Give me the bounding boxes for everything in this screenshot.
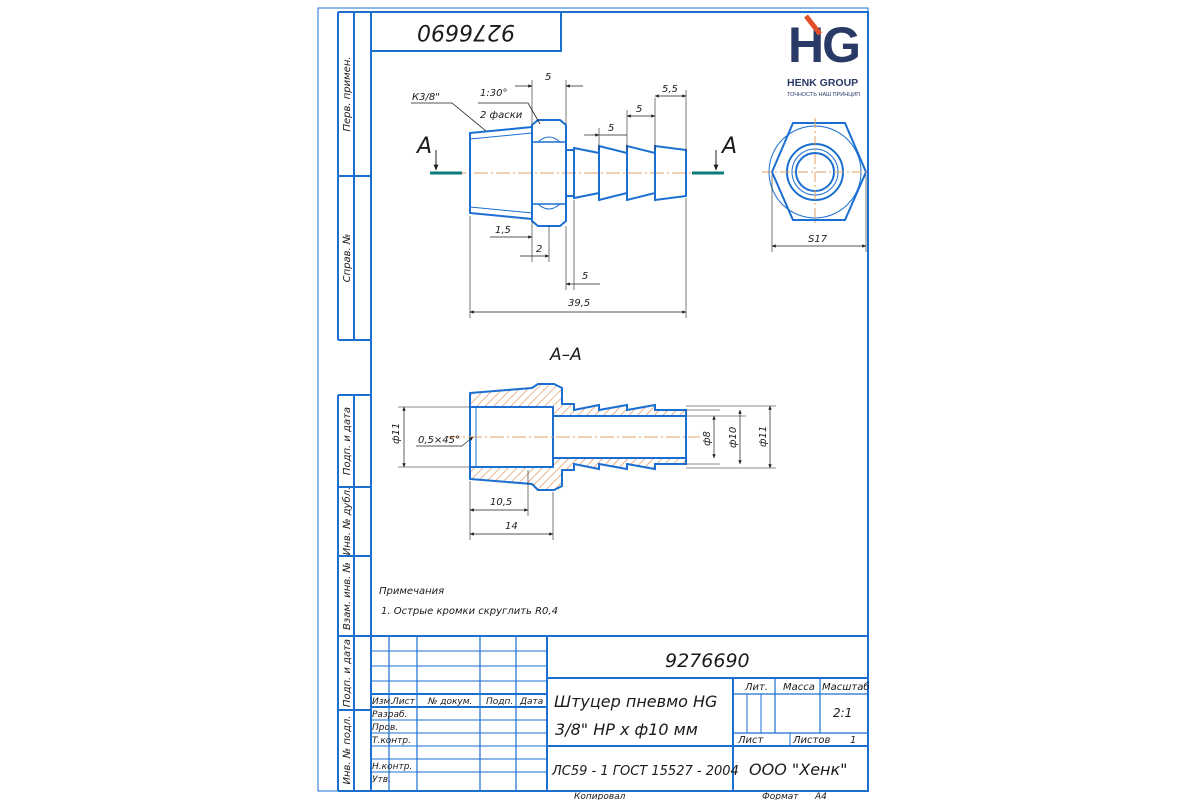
dim-chamfers: 2 фаски xyxy=(480,110,523,121)
sheet-frame xyxy=(317,7,869,792)
title-material: ЛС59 - 1 ГОСТ 15527 - 2004 xyxy=(551,764,739,779)
section-marker-right: A xyxy=(720,134,737,159)
company-logo: HG HENK GROUP ТОЧНОСТЬ НАШ ПРИНЦИП xyxy=(787,14,861,98)
title-header-mass: Масса xyxy=(783,682,815,693)
logo-mark: HG xyxy=(788,17,859,73)
hex-body xyxy=(531,119,567,227)
barb-4 xyxy=(654,144,687,202)
number-stamp-text: 9276690 xyxy=(417,19,515,44)
section-title: А–А xyxy=(549,345,582,365)
role-nkontr: Н.контр. xyxy=(372,762,412,772)
logo-slogan: ТОЧНОСТЬ НАШ ПРИНЦИП xyxy=(787,92,860,98)
dim-phi10: ф10 xyxy=(728,427,739,448)
title-header-lit: Лит. xyxy=(744,682,768,693)
title-format-value: А4 xyxy=(814,792,827,800)
logo-accent-icon xyxy=(804,14,822,36)
margin-label-inv-podl: Инв. № подл. xyxy=(342,716,353,785)
dim-taper: 1:30° xyxy=(480,88,507,99)
margin-label-podp-data-2: Подп. и дата xyxy=(342,639,353,707)
margin-label-inv-dubl: Инв. № дубл. xyxy=(341,487,353,555)
dim-thread: К3/8" xyxy=(412,92,440,103)
col-header-dokum: № докум. xyxy=(427,697,472,707)
section-marker-left: A xyxy=(415,134,432,159)
title-format-label: Формат xyxy=(762,792,799,800)
title-copied: Копировал xyxy=(574,792,626,800)
role-prov: Пров. xyxy=(372,723,398,733)
section-wall-bottom xyxy=(469,457,687,491)
dim-top-5c: 5 xyxy=(636,104,642,115)
section-wall-top xyxy=(469,383,687,417)
title-organization: ООО "Хенк" xyxy=(749,760,848,779)
col-header-podp: Подп. xyxy=(486,697,513,707)
margin-label-podp-data-1: Подп. и дата xyxy=(342,407,353,475)
title-header-scale: Масштаб xyxy=(822,681,870,693)
title-doc-number: 9276690 xyxy=(665,650,750,672)
col-header-list: Лист xyxy=(391,697,416,707)
title-sheet-label: Лист xyxy=(737,735,765,746)
col-header-data: Дата xyxy=(519,697,543,707)
margin-label-vzam-inv: Взам. инв. № xyxy=(342,562,353,630)
main-view: A A К3/8" 1:30° 2 фаски 5 xyxy=(411,72,737,318)
dim-10-5: 10,5 xyxy=(490,497,512,508)
margin-labels: Перв. примен. Справ. № Подп. и дата Инв.… xyxy=(341,56,353,784)
role-tkontr: Т.контр. xyxy=(372,736,411,746)
notes: Примечания 1. Острые кромки скруглить R0… xyxy=(379,586,558,617)
title-name-line2: 3/8" НР х ф10 мм xyxy=(555,720,698,739)
number-stamp: 9276690 xyxy=(370,11,562,52)
title-sheets-label: Листов xyxy=(792,735,830,746)
title-name-line1: Штуцер пневмо HG xyxy=(554,692,717,711)
title-sheets-value: 1 xyxy=(850,735,856,746)
dim-top-5a: 5 xyxy=(545,72,551,83)
notes-item-1: 1. Острые кромки скруглить R0,4 xyxy=(381,606,558,617)
section-view: А–А ф11 0,5×45° ф8 ф10 ф11 xyxy=(391,345,776,540)
logo-company: HENK GROUP xyxy=(787,77,858,89)
dim-phi8: ф8 xyxy=(702,431,713,446)
margin-label-sprav: Справ. № xyxy=(342,234,353,283)
end-view: S17 xyxy=(762,118,870,252)
dim-total: 39,5 xyxy=(568,298,590,309)
dim-5-bottom: 5 xyxy=(582,271,588,282)
dim-chamfer45: 0,5×45° xyxy=(418,435,460,446)
role-razrab: Разраб. xyxy=(372,710,407,720)
dim-top-5-5: 5,5 xyxy=(662,84,678,95)
dim-1-5: 1,5 xyxy=(495,225,511,236)
col-header-izm: Изм. xyxy=(372,697,393,707)
dim-2: 2 xyxy=(536,244,542,255)
dim-14: 14 xyxy=(505,521,518,532)
notes-title: Примечания xyxy=(379,586,444,597)
title-scale-value: 2:1 xyxy=(833,706,852,720)
dim-phi11-left: ф11 xyxy=(391,423,402,444)
role-utv: Утв. xyxy=(372,775,391,785)
margin-label-perv-primen: Перв. примен. xyxy=(342,56,353,131)
title-block: 9276690 Штуцер пневмо HG 3/8" НР х ф10 м… xyxy=(371,635,870,800)
dim-hex: S17 xyxy=(808,234,828,245)
dim-phi11-right: ф11 xyxy=(758,426,769,447)
dim-top-5b: 5 xyxy=(608,123,614,134)
